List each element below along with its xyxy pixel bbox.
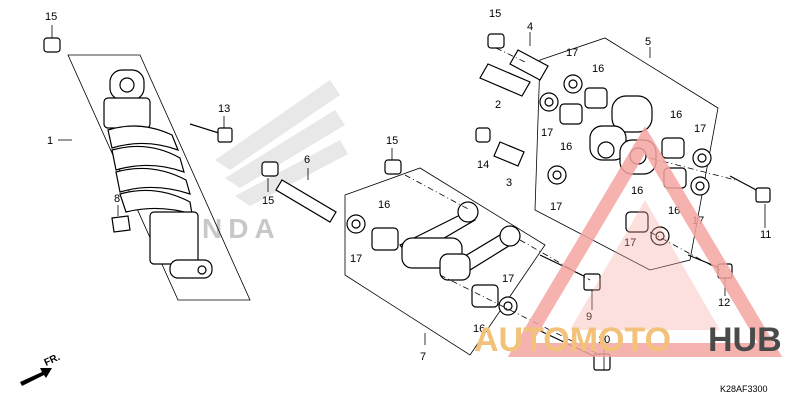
callout-13: 13 [218, 103, 230, 115]
callout-16-link-right: 16 [473, 323, 485, 335]
bolt-13 [189, 123, 233, 143]
callout-5: 5 [645, 36, 651, 48]
seal-17-link-left [346, 214, 366, 234]
callout-17-arm-6: 17 [624, 237, 636, 249]
callout-15-mid: 15 [262, 195, 274, 207]
collar-2 [479, 63, 531, 97]
direction-label: FR. [43, 352, 62, 369]
callout-7: 7 [420, 351, 426, 363]
callout-16-link-left: 16 [378, 199, 390, 211]
collar-6 [275, 179, 337, 223]
bearing-16-arm-1 [584, 87, 608, 109]
nut-15-center [384, 159, 402, 175]
callout-6: 6 [304, 154, 310, 166]
label-sticker-8 [111, 215, 131, 233]
collar-3 [493, 141, 525, 167]
nut-15-middle [261, 161, 279, 177]
callout-15-top-right: 15 [489, 8, 501, 20]
callout-15-center: 15 [386, 135, 398, 147]
callout-16-arm-2: 16 [560, 141, 572, 153]
callout-17-link-left: 17 [350, 253, 362, 265]
callout-8: 8 [114, 193, 120, 205]
callout-14: 14 [477, 159, 489, 171]
watermark-text-left: AUTOMOTO [474, 321, 671, 359]
diagram-code: K28AF3300 [720, 384, 768, 394]
callout-3: 3 [506, 177, 512, 189]
callout-16-arm-4: 16 [631, 185, 643, 197]
callout-12: 12 [718, 297, 730, 309]
callout-9: 9 [586, 311, 592, 323]
bearing-16-arm-5 [625, 211, 649, 233]
nut-14 [475, 127, 491, 143]
shock-group-frame [67, 54, 251, 301]
seal-17-arm-2 [539, 92, 559, 112]
callout-17-arm-4: 17 [694, 123, 706, 135]
front-direction-arrow: FR. [20, 352, 62, 386]
callout-16-arm-5: 16 [668, 205, 680, 217]
callout-17-link-right: 17 [502, 273, 514, 285]
callout-16-arm-3: 16 [670, 109, 682, 121]
seal-17-arm-5 [690, 176, 710, 196]
seal-17-arm-6 [650, 226, 670, 246]
arm-group-frame [534, 37, 719, 271]
callout-15: 15 [45, 11, 57, 23]
callout-17-arm-3: 17 [550, 201, 562, 213]
callout-17-arm-1: 17 [566, 47, 578, 59]
seal-17-arm-3 [547, 165, 567, 185]
callout-17-arm-2: 17 [541, 127, 553, 139]
seal-17-arm-1 [563, 74, 583, 94]
bearing-16-arm-2 [559, 103, 583, 125]
rear-shock-absorber [103, 69, 213, 279]
automotohub-watermark: AUTOMOTO HUB [474, 126, 783, 359]
cushion-link-7 [399, 201, 521, 281]
seal-17-link-right [498, 296, 518, 316]
watermark-text-right: HUB [708, 321, 782, 359]
seal-17-arm-4 [692, 148, 712, 168]
callout-4: 4 [527, 21, 533, 33]
callout-11: 11 [760, 229, 771, 241]
bolt-11 [729, 175, 771, 203]
callout-2: 2 [495, 99, 501, 111]
callout-16-arm-1: 16 [592, 63, 604, 75]
callout-1: 1 [47, 135, 53, 147]
nut-15-top-right [487, 33, 505, 49]
collar-4 [509, 49, 549, 81]
bearing-16-link-left [371, 227, 399, 251]
honda-wing-logo [215, 80, 348, 206]
bearing-16-arm-3 [661, 137, 685, 159]
bearing-16-link-right [471, 284, 499, 308]
nut-15-top-left [43, 37, 61, 53]
